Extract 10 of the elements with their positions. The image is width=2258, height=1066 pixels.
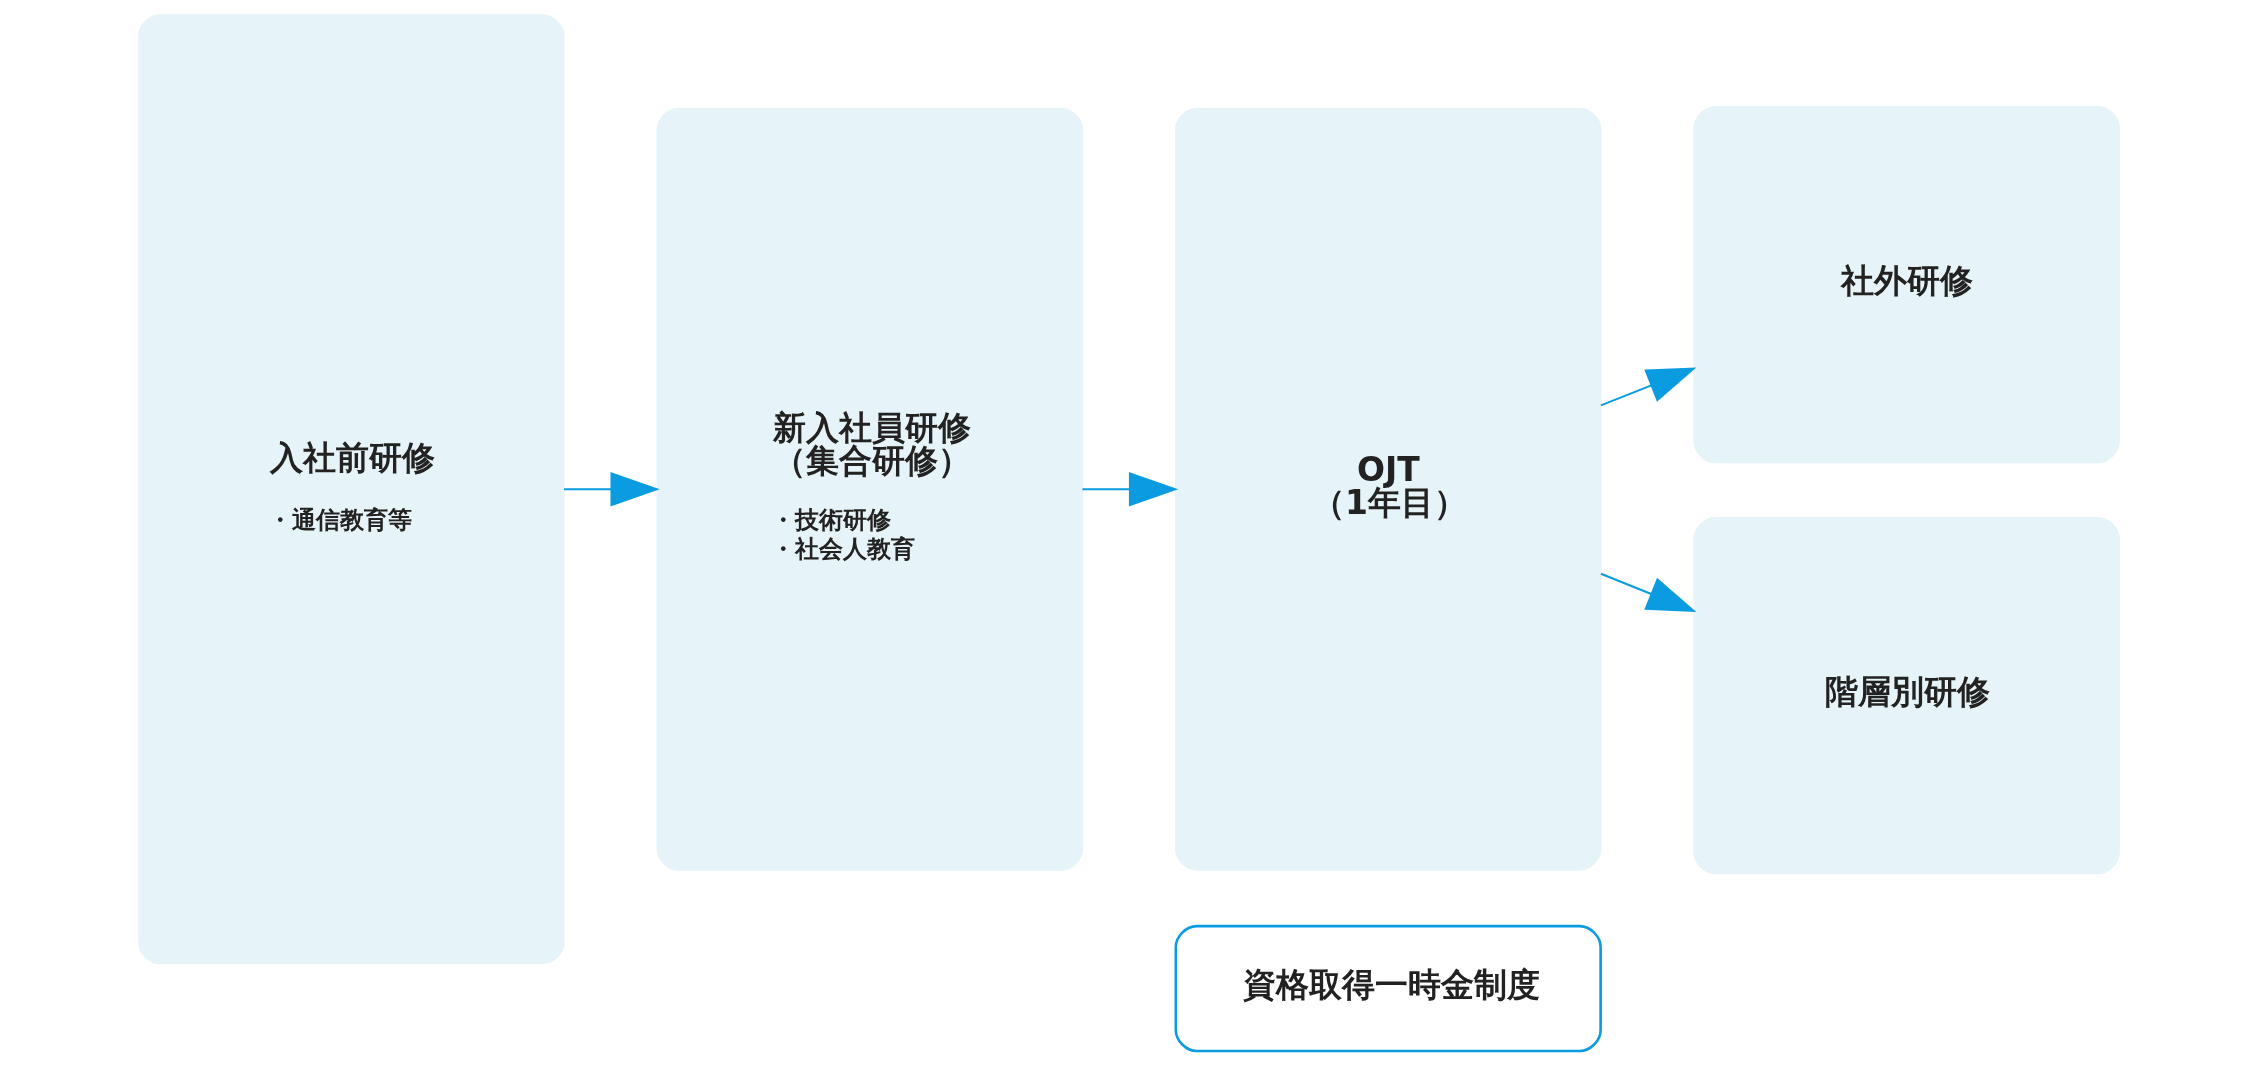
node-box: 資格取得一時金制度 [1174, 924, 1602, 1053]
node-box: OJT（1年目） [1174, 107, 1602, 871]
node-box: 入社前研修 ・通信教育等 [138, 14, 565, 965]
node-box: 社外研修 [1693, 106, 2120, 464]
arrow [1082, 471, 1179, 507]
arrow [1600, 572, 1697, 612]
node-box: 新入社員研修（集合研修） ・技術研修 ・社会人教育 [656, 107, 1084, 871]
node-box: 階層別研修 [1693, 516, 2120, 875]
arrow [1600, 367, 1697, 407]
arrow [564, 471, 660, 507]
